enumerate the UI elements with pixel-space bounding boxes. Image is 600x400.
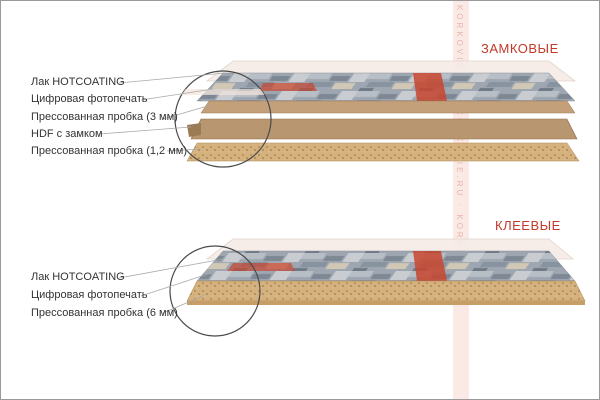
cork-6mm-edge [187, 301, 585, 305]
label-cork-3mm: Прессованная пробка (3 мм) [31, 111, 178, 123]
label-digital-print: Цифровая фотопечать [31, 93, 148, 105]
print-accent [413, 73, 447, 101]
label-cork-6mm: Прессованная пробка (6 мм) [31, 307, 178, 319]
label-lacquer: Лак HOTCOATING [31, 76, 125, 88]
lock-floor-assembly [98, 60, 580, 168]
print-layer [196, 72, 576, 102]
glue-floor-assembly [118, 238, 586, 337]
label-digital-print-2: Цифровая фотопечать [31, 289, 148, 301]
magnifier-circle [174, 70, 272, 168]
magnifier-circle-2 [169, 245, 261, 337]
top-leader-lines [98, 72, 226, 152]
cork-6mm-layer [186, 280, 586, 302]
label-cork-1-2mm: Прессованная пробка (1,2 мм) [31, 145, 188, 157]
cork-1-2mm-layer [186, 142, 580, 162]
cork-3mm-layer [200, 100, 576, 114]
label-lacquer-2: Лак HOTCOATING [31, 271, 125, 283]
print-accent-3 [413, 251, 447, 281]
print-accent-2 [259, 83, 317, 91]
section-title-glue: КЛЕЕВЫЕ [495, 218, 561, 233]
hdf-layer [190, 118, 578, 140]
print-accent-4 [227, 263, 295, 271]
bottom-leader-lines [118, 258, 224, 314]
label-hdf-lock: HDF с замком [31, 128, 103, 140]
section-title-lock: ЗАМКОВЫЕ [481, 41, 559, 56]
hdf-lock-tongue [187, 123, 201, 137]
